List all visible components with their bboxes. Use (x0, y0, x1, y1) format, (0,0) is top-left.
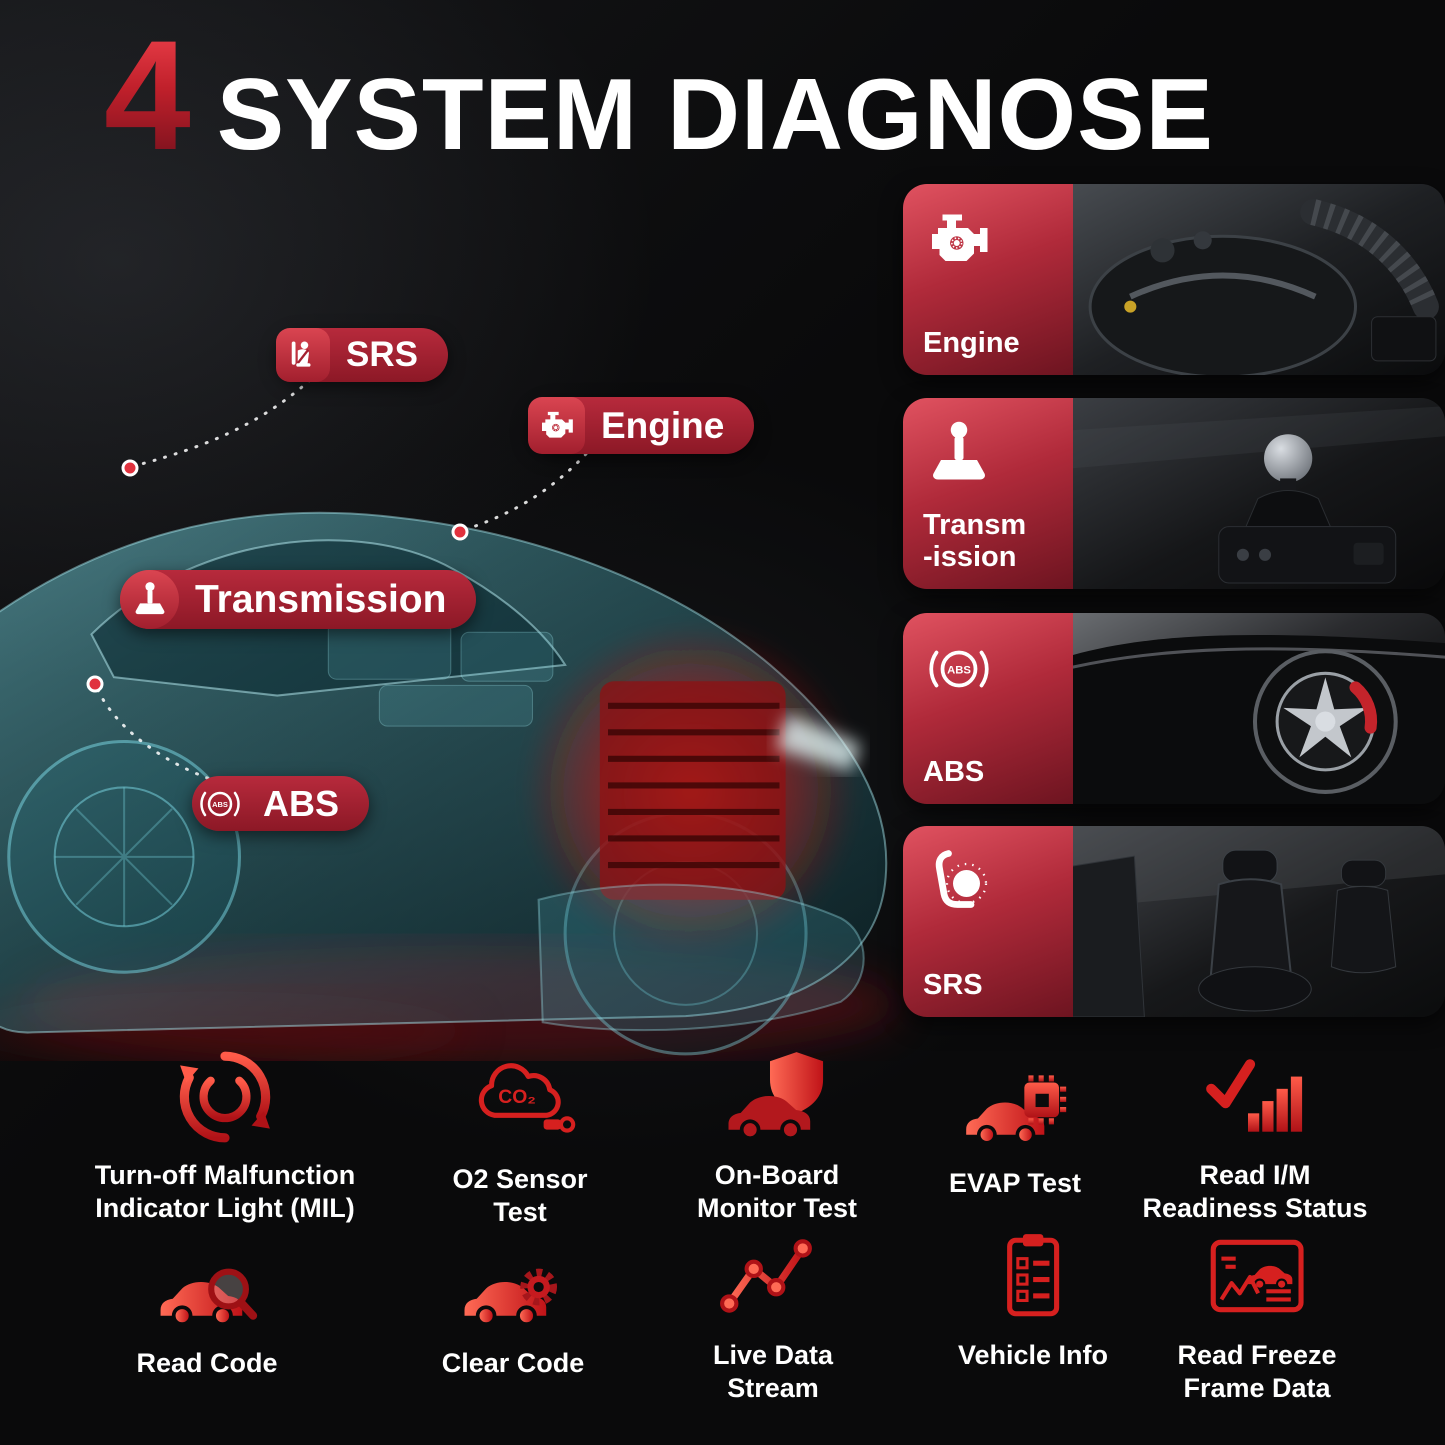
system-card-srs: SRS (903, 826, 1445, 1017)
callout-label: Transmission (195, 577, 447, 621)
feature-mil: Turn-off Malfunction Indicator Light (MI… (70, 1048, 380, 1225)
abs-photo (1073, 613, 1445, 804)
abs-icon: ABS (923, 633, 995, 705)
system-card-label: ABS (923, 755, 985, 788)
callout-label: ABS (263, 782, 340, 824)
feature-label: Live Data Stream (712, 1340, 834, 1403)
callout-srs: SRS (276, 328, 448, 382)
feature-label: On-Board Monitor Test (697, 1160, 857, 1223)
feature-label: Read Code (136, 1348, 278, 1378)
xray-car-illustration (0, 511, 900, 1061)
callout-label: SRS (346, 335, 418, 374)
system-card-label: SRS (923, 968, 983, 1001)
feature-label: Read I/M Readiness Status (1142, 1160, 1368, 1223)
callout-transmission: Transmission (120, 570, 477, 629)
system-card-panel: SRS (903, 826, 1073, 1017)
engine-icon (528, 397, 585, 454)
system-card-panel: Engine (903, 184, 1073, 375)
feature-label: Clear Code (441, 1348, 585, 1378)
system-card-panel: Transm -ission (903, 398, 1073, 589)
car-chip-icon (966, 1075, 1067, 1142)
title-number: 4 (104, 9, 191, 183)
engine-icon (923, 204, 995, 276)
freeze-frame-icon (1210, 1239, 1304, 1313)
feature-read-code: Read Code (52, 1236, 362, 1380)
transmission-photo (1073, 398, 1445, 589)
page-title: 4 SYSTEM DIAGNOSE (104, 18, 1214, 174)
callout-label: Engine (601, 404, 725, 446)
feature-evap-test: EVAP Test (860, 1056, 1170, 1200)
feature-onboard-monitor: On-Board Monitor Test (622, 1048, 932, 1225)
system-card-label: Engine (923, 326, 1020, 359)
system-card-panel: ABS ABS (903, 613, 1073, 804)
title-text: SYSTEM DIAGNOSE (216, 59, 1214, 171)
feature-label: Turn-off Malfunction Indicator Light (MI… (94, 1160, 356, 1223)
system-card-abs: ABS ABS (903, 613, 1445, 804)
abs-icon: ABS (192, 776, 247, 831)
airbag-icon (923, 846, 995, 918)
car-magnifier-icon (160, 1268, 258, 1323)
callout-engine: Engine (528, 397, 755, 454)
co2-text: CO₂ (498, 1086, 536, 1108)
system-card-engine: Engine (903, 184, 1445, 375)
gear-shifter-icon (120, 570, 179, 629)
abs-icon-text: ABS (212, 800, 228, 809)
feature-label: EVAP Test (948, 1168, 1082, 1198)
feature-label: Read Freeze Frame Data (1177, 1340, 1337, 1403)
feature-o2-sensor: CO₂ O2 Sensor Test (365, 1052, 675, 1229)
data-graph-icon (719, 1239, 812, 1313)
seatbelt-icon (276, 328, 330, 382)
car-gear-icon (464, 1268, 557, 1323)
gear-shifter-icon (923, 418, 995, 490)
feature-freeze-frame: Read Freeze Frame Data (1102, 1228, 1412, 1405)
callout-abs: ABS ABS (192, 776, 370, 831)
co2-cloud-icon: CO₂ (478, 1063, 576, 1133)
car-shield-icon (728, 1052, 823, 1137)
check-bars-icon (1206, 1059, 1302, 1132)
feature-clear-code: Clear Code (358, 1236, 668, 1380)
srs-photo (1073, 826, 1445, 1017)
system-card-label: Transm -ission (923, 509, 1027, 573)
abs-icon-text: ABS (947, 665, 971, 677)
feature-label: O2 Sensor Test (452, 1164, 588, 1227)
feature-vehicle-info: Vehicle Info (878, 1228, 1188, 1372)
clipboard-icon (1006, 1234, 1060, 1317)
engine-photo (1073, 184, 1445, 375)
feature-im-readiness: Read I/M Readiness Status (1100, 1048, 1410, 1225)
feature-label: Vehicle Info (957, 1340, 1109, 1370)
system-card-transmission: Transm -ission (903, 398, 1445, 589)
mil-power-icon (179, 1051, 271, 1143)
feature-live-data: Live Data Stream (618, 1228, 928, 1405)
